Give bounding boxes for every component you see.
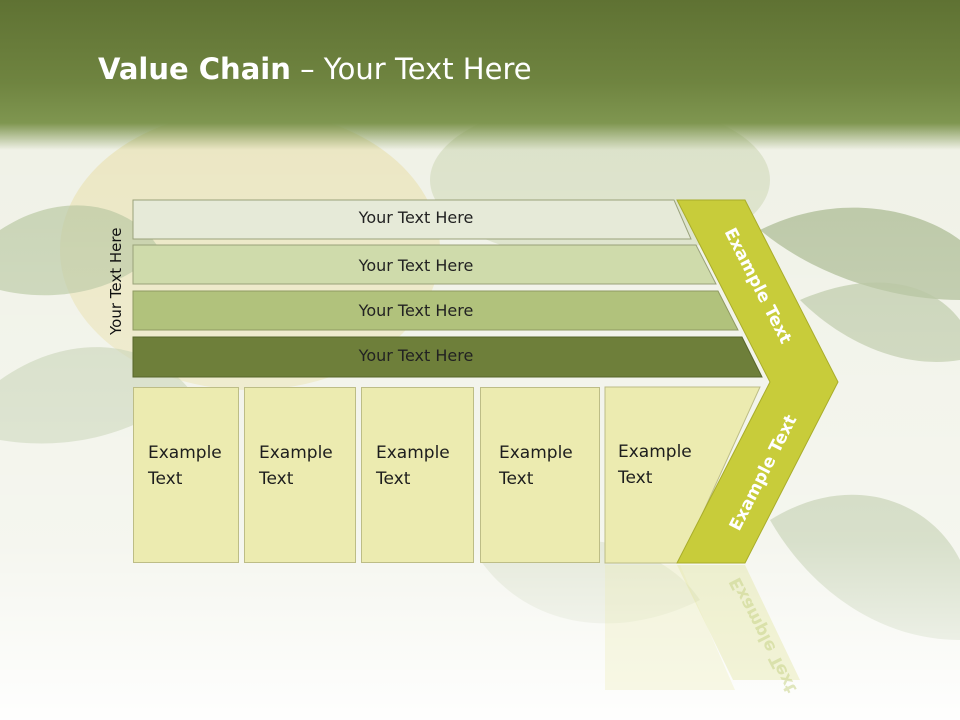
box-5-line-1: Example <box>618 442 692 462</box>
chevron-shape <box>676 199 839 564</box>
box-2-line-2: Text <box>259 469 294 489</box>
box-5-reflection <box>605 565 735 690</box>
bar-label-2: Your Text Here <box>358 256 474 275</box>
box-2-line-1: Example <box>259 443 333 463</box>
header-band <box>0 0 960 150</box>
slide-title: Value Chain – Your Text Here <box>98 52 532 86</box>
box-4-line-2: Text <box>499 469 534 489</box>
box-1-line-2: Text <box>148 469 183 489</box>
box-4-line-1: Example <box>499 443 573 463</box>
box-3-line-1: Example <box>376 443 450 463</box>
chevron-reflection <box>677 565 800 680</box>
bar-2-shape <box>132 244 717 285</box>
bar-1-shape <box>132 199 692 240</box>
bar-label-4: Your Text Here <box>358 346 474 365</box>
box-3-line-2: Text <box>376 469 411 489</box>
title-rest: – Your Text Here <box>290 52 532 86</box>
box-5-line-2: Text <box>618 468 653 488</box>
title-bold: Value Chain <box>98 52 291 86</box>
bar-4-shape <box>132 336 763 378</box>
bar-3-shape <box>132 290 739 331</box>
box-1-line-1: Example <box>148 443 222 463</box>
bar-label-1: Your Text Here <box>358 208 474 227</box>
bar-label-3: Your Text Here <box>358 301 474 320</box>
